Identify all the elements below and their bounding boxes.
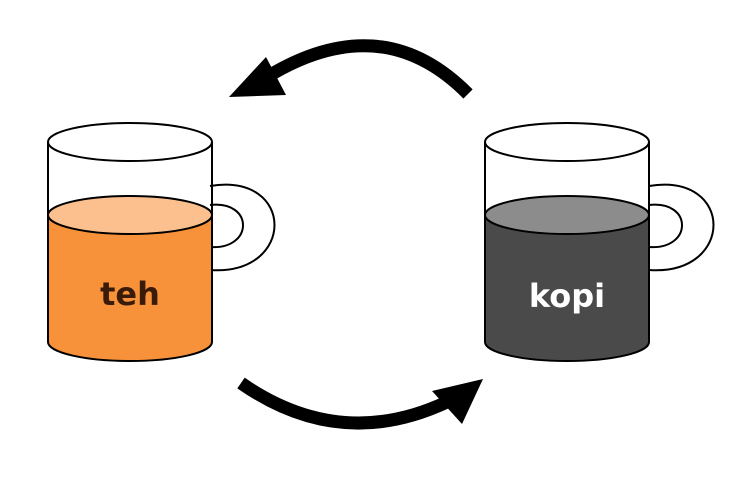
teh-mug: teh [47,122,276,362]
bottom-arrow [237,377,483,430]
kopi-mug-rim [484,122,650,162]
bottom-arrow-shaft [237,377,450,430]
top-arrow-head [229,57,286,97]
top-arrow [229,39,473,99]
teh-mug-handle [209,183,276,272]
top-arrow-shaft [258,39,473,99]
teh-liquid-surface [47,195,213,235]
kopi-liquid [484,214,650,362]
kopi-label: kopi [529,277,605,315]
teh-label: teh [100,275,160,313]
bottom-arrow-head [432,379,483,424]
kopi-mug: kopi [484,122,715,362]
kopi-mug-handle [648,183,715,272]
teh-mug-rim [47,122,213,162]
teh-liquid [47,214,213,362]
kopi-mug-handle-inner [648,203,683,249]
kopi-liquid-surface [484,195,650,235]
teh-mug-handle-inner [209,203,244,249]
